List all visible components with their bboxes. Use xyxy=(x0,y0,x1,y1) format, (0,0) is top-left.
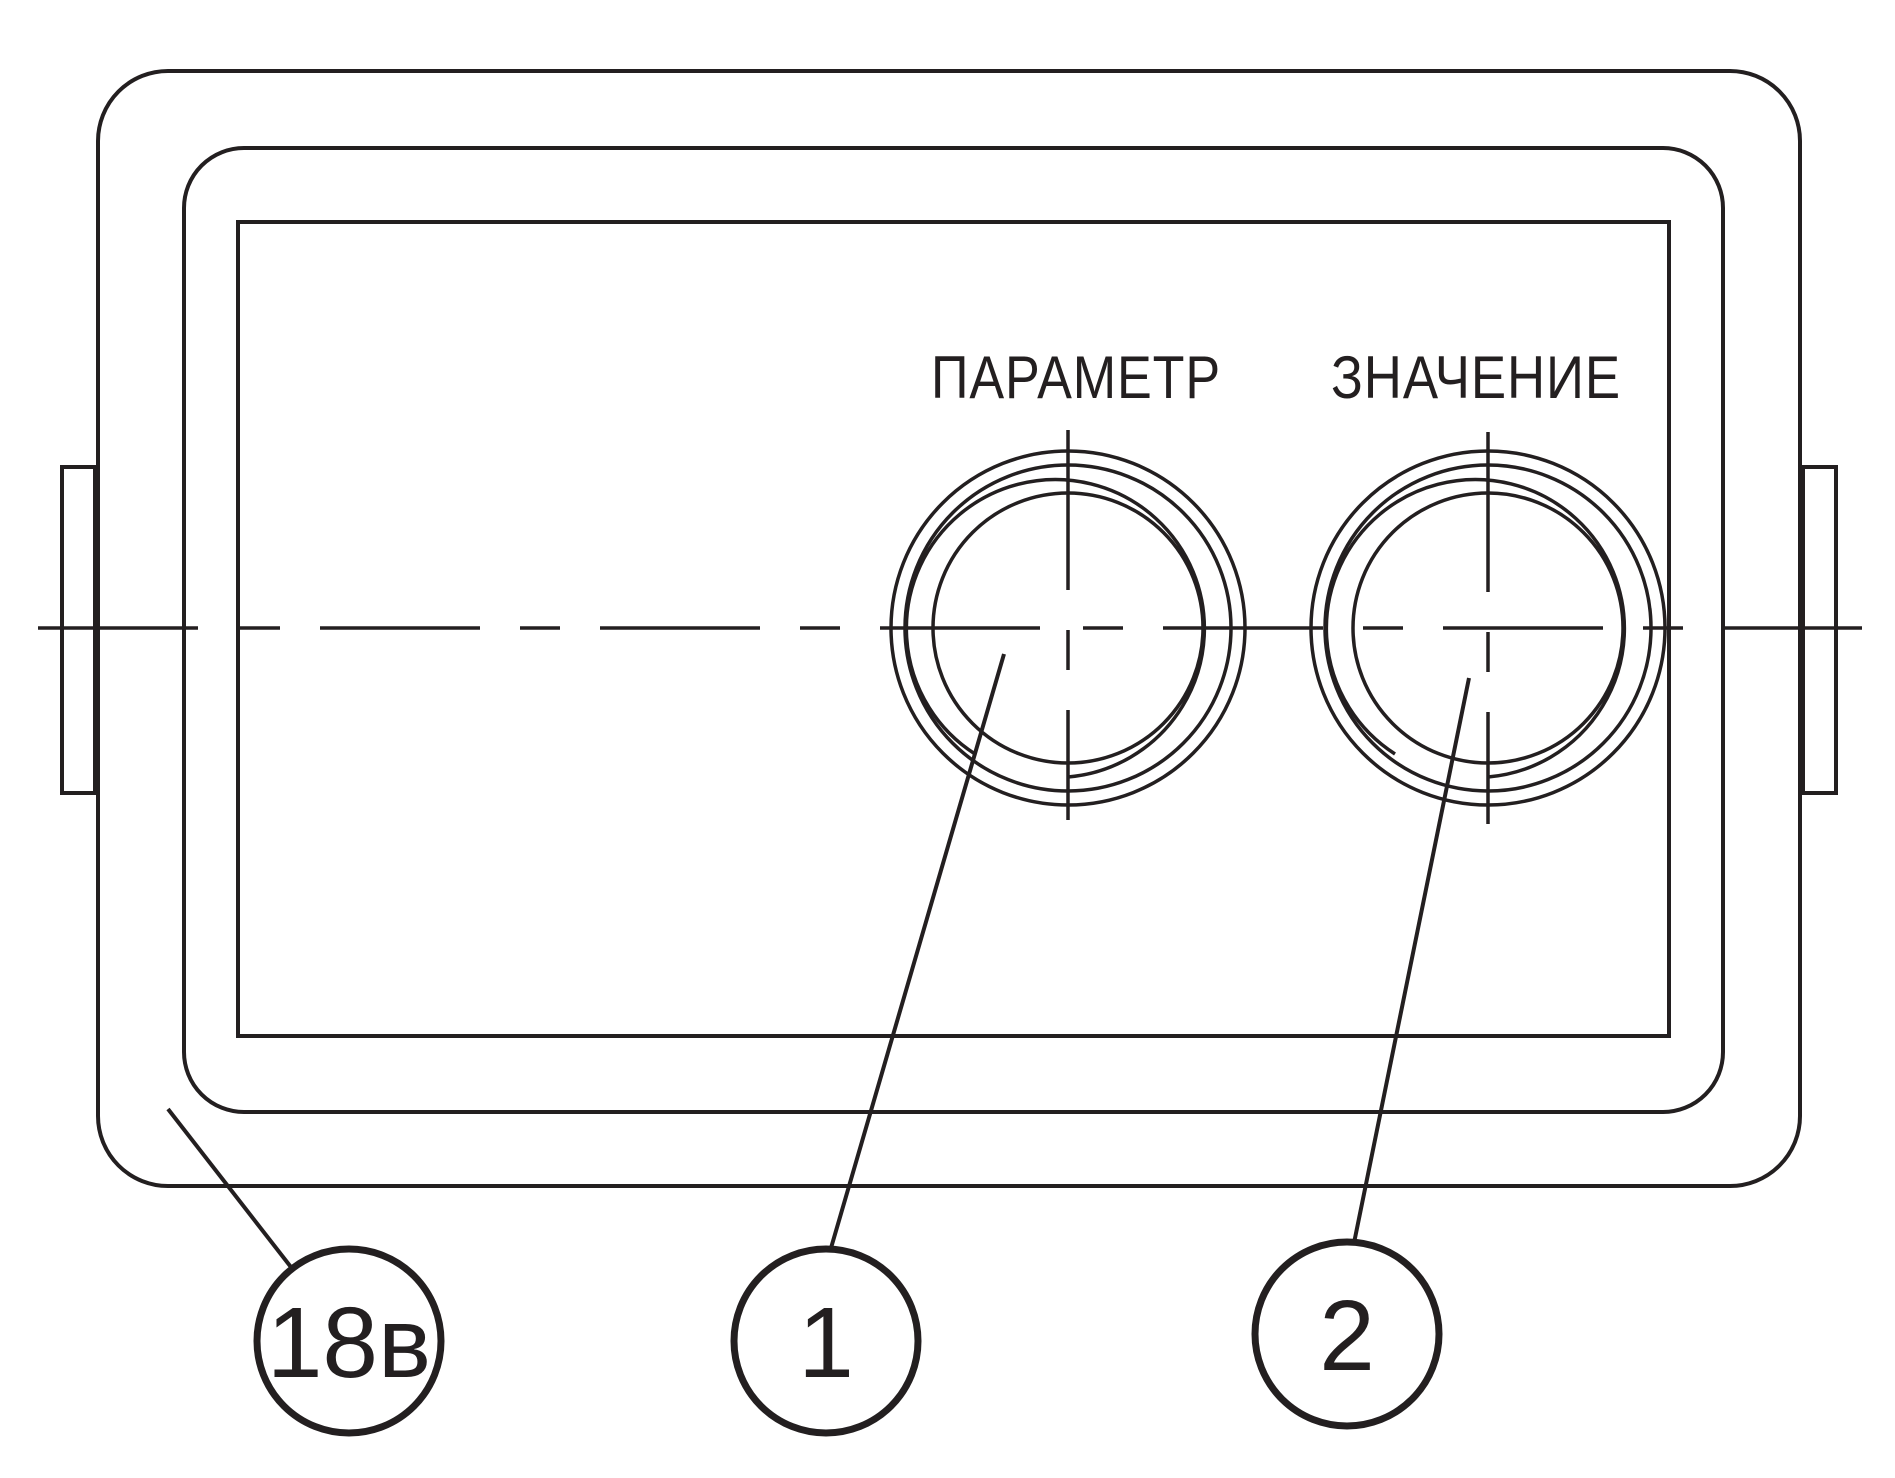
callout-knob-1-text: 1 xyxy=(798,1287,854,1399)
knob-value-label: ЗНАЧЕНИЕ xyxy=(1331,344,1621,411)
callout-knob-2-text: 2 xyxy=(1319,1280,1375,1392)
leader-line-knob-1 xyxy=(829,653,1006,1249)
knob-value xyxy=(1309,432,1667,824)
inner-bezel xyxy=(182,146,1725,1114)
callout-knob-2: 2 xyxy=(1251,1238,1443,1430)
knob-parameter-label: ПАРАМЕТР xyxy=(931,344,1221,411)
right-mount-tab xyxy=(1801,465,1838,795)
left-mount-tab xyxy=(60,465,97,795)
callout-housing: 18в xyxy=(253,1245,445,1437)
leader-line-knob-2 xyxy=(1352,677,1471,1244)
callout-knob-1: 1 xyxy=(730,1245,922,1437)
leader-line-housing xyxy=(166,1107,296,1273)
knob-parameter xyxy=(889,430,1247,820)
callout-housing-text: 18в xyxy=(267,1287,431,1399)
